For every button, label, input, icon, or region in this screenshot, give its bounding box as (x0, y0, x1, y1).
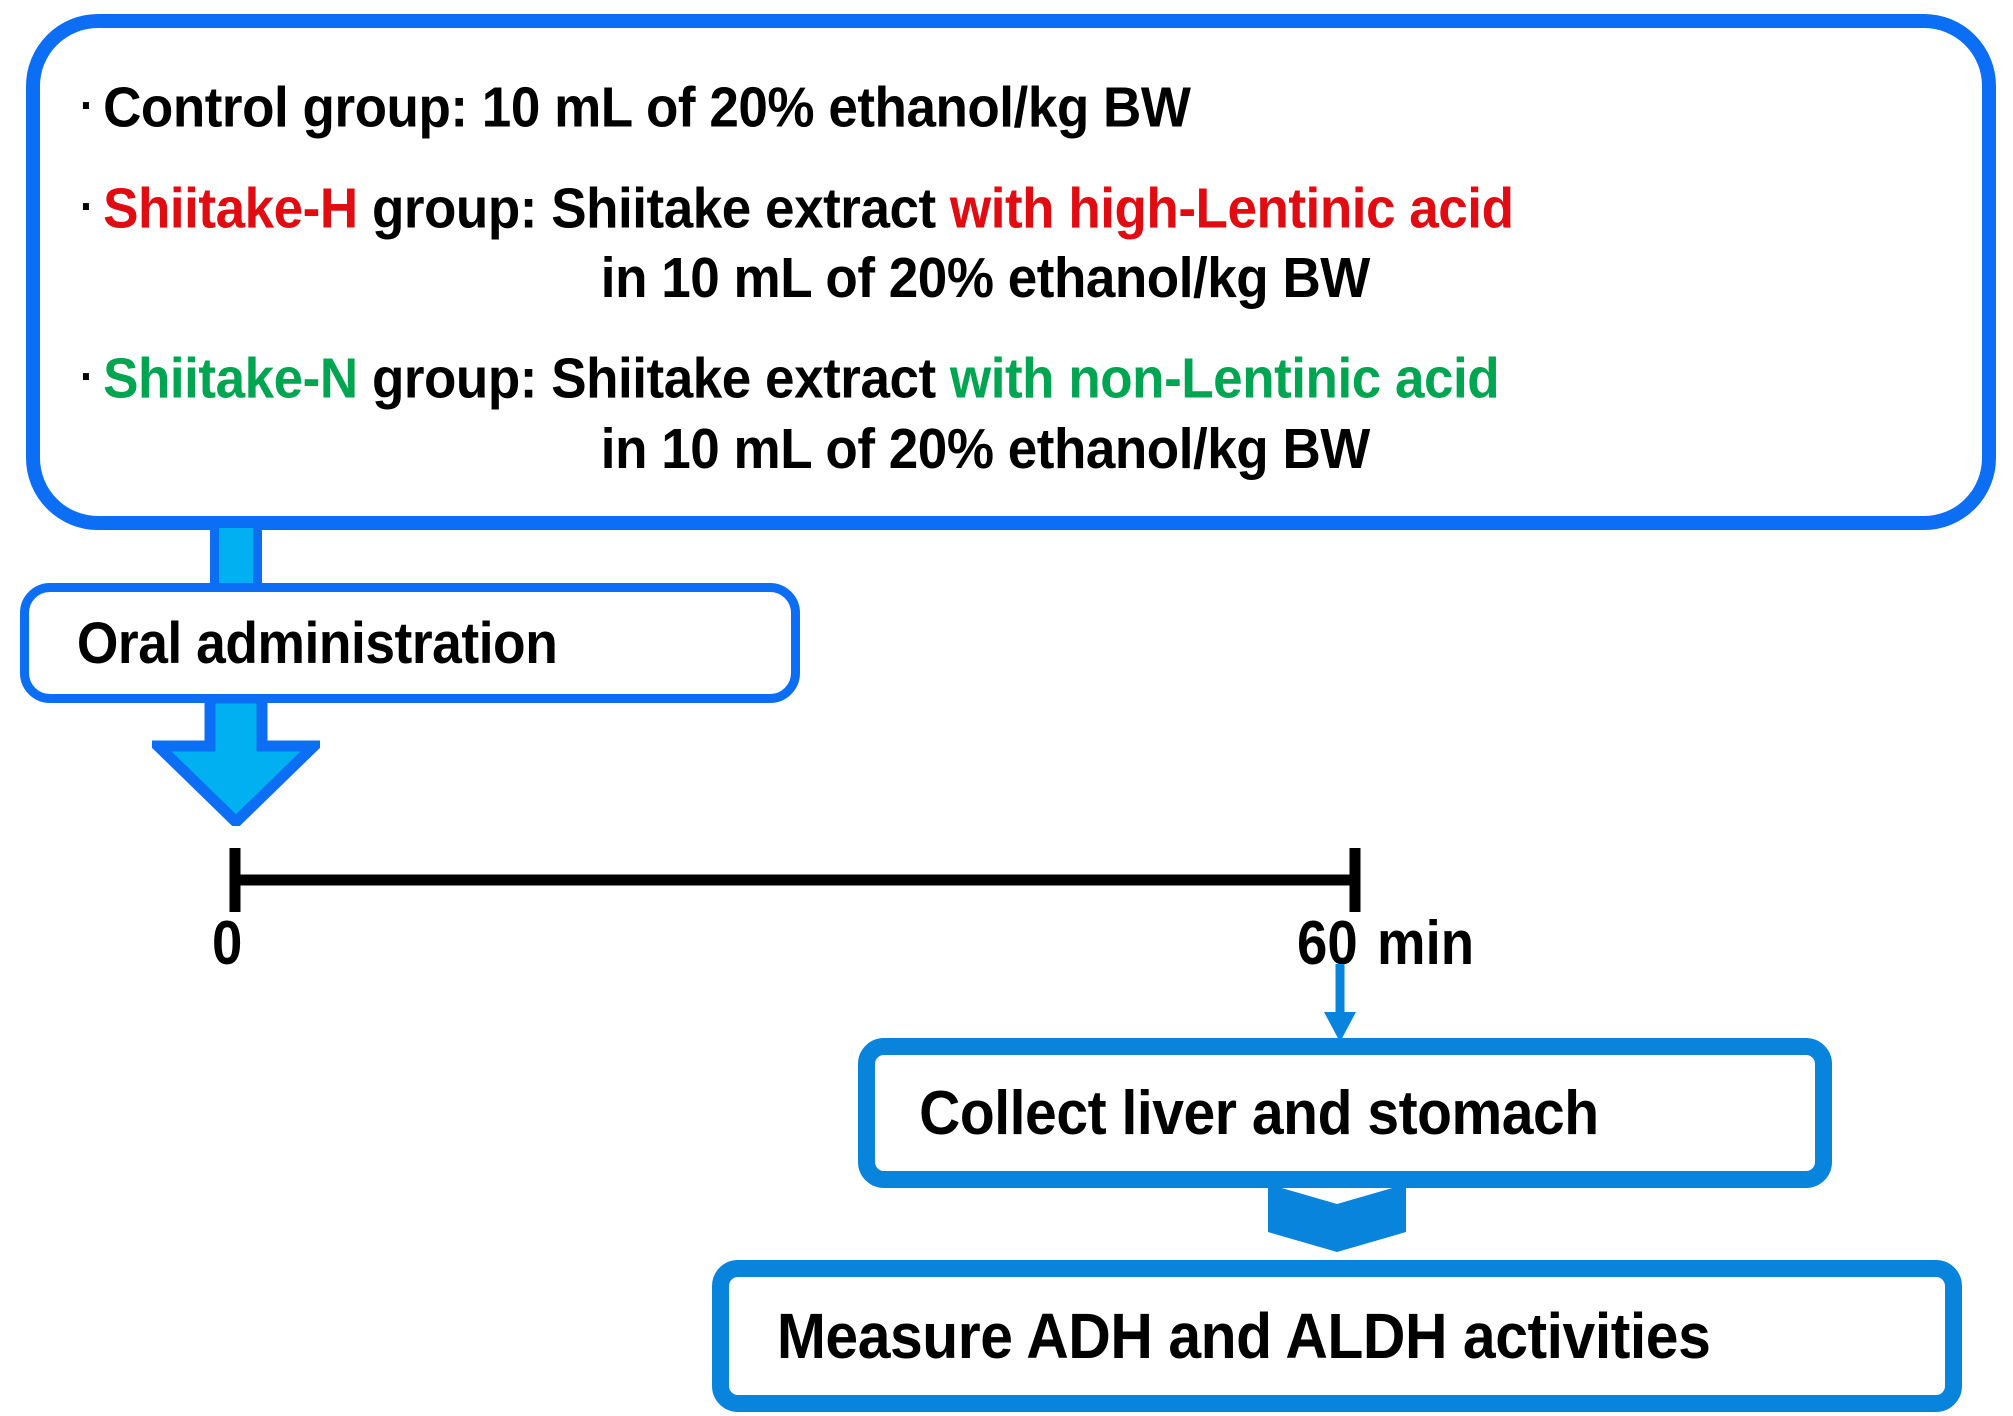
collect-samples-label: Collect liver and stomach (919, 1078, 1599, 1148)
experimental-groups-list: ·Control group: 10 mL of 20% ethanol/kg … (80, 66, 1956, 484)
oral-administration-label: Oral administration (76, 610, 558, 676)
measure-activities-box: Measure ADH and ALDH activities (712, 1260, 1962, 1412)
timeline-axis (229, 848, 1361, 912)
group-line-shiitake-h: ·Shiitake-H group: Shiitake extract with… (80, 171, 1825, 244)
timeline-end-label: 60 min (1297, 908, 1474, 979)
shiitake-h-name: Shiitake-H (103, 176, 358, 241)
down-arrow-icon (152, 698, 320, 826)
control-group-text: Control group: 10 mL of 20% ethanol/kg B… (103, 75, 1191, 140)
collect-samples-box: Collect liver and stomach (858, 1038, 1832, 1188)
shiitake-h-second-line-text: in 10 mL of 20% ethanol/kg BW (600, 246, 1371, 311)
group-line-shiitake-n-continuation: in 10 mL of 20% ethanol/kg BW (80, 414, 1825, 484)
bullet-icon: · (80, 79, 94, 131)
shiitake-n-accent-text: with non-Lentinic acid (949, 346, 1500, 411)
bullet-icon: · (80, 350, 94, 403)
shiitake-h-accent-text: with high-Lentinic acid (949, 176, 1514, 241)
group-line-control: ·Control group: 10 mL of 20% ethanol/kg … (80, 70, 1825, 143)
shiitake-n-middle-text: group: Shiitake extract (357, 346, 950, 411)
measure-activities-label: Measure ADH and ALDH activities (776, 1300, 1711, 1372)
connector-stub (210, 528, 262, 588)
shiitake-h-middle-text: group: Shiitake extract (357, 176, 950, 241)
group-line-shiitake-h-continuation: in 10 mL of 20% ethanol/kg BW (80, 243, 1825, 313)
experimental-groups-box: ·Control group: 10 mL of 20% ethanol/kg … (26, 14, 1996, 530)
group-line-shiitake-n: ·Shiitake-N group: Shiitake extract with… (80, 341, 1825, 414)
bullet-icon: · (80, 179, 94, 232)
shiitake-n-second-line-text: in 10 mL of 20% ethanol/kg BW (600, 416, 1371, 481)
timeline-start-label: 0 (212, 909, 243, 978)
timeline-end-value: 60 (1297, 909, 1358, 978)
timeline-unit-label: min (1377, 909, 1475, 978)
chevron-down-icon (1268, 1184, 1406, 1252)
shiitake-n-name: Shiitake-N (103, 346, 358, 411)
oral-administration-box: Oral administration (20, 583, 800, 703)
thin-down-arrow-icon (1324, 964, 1356, 1042)
